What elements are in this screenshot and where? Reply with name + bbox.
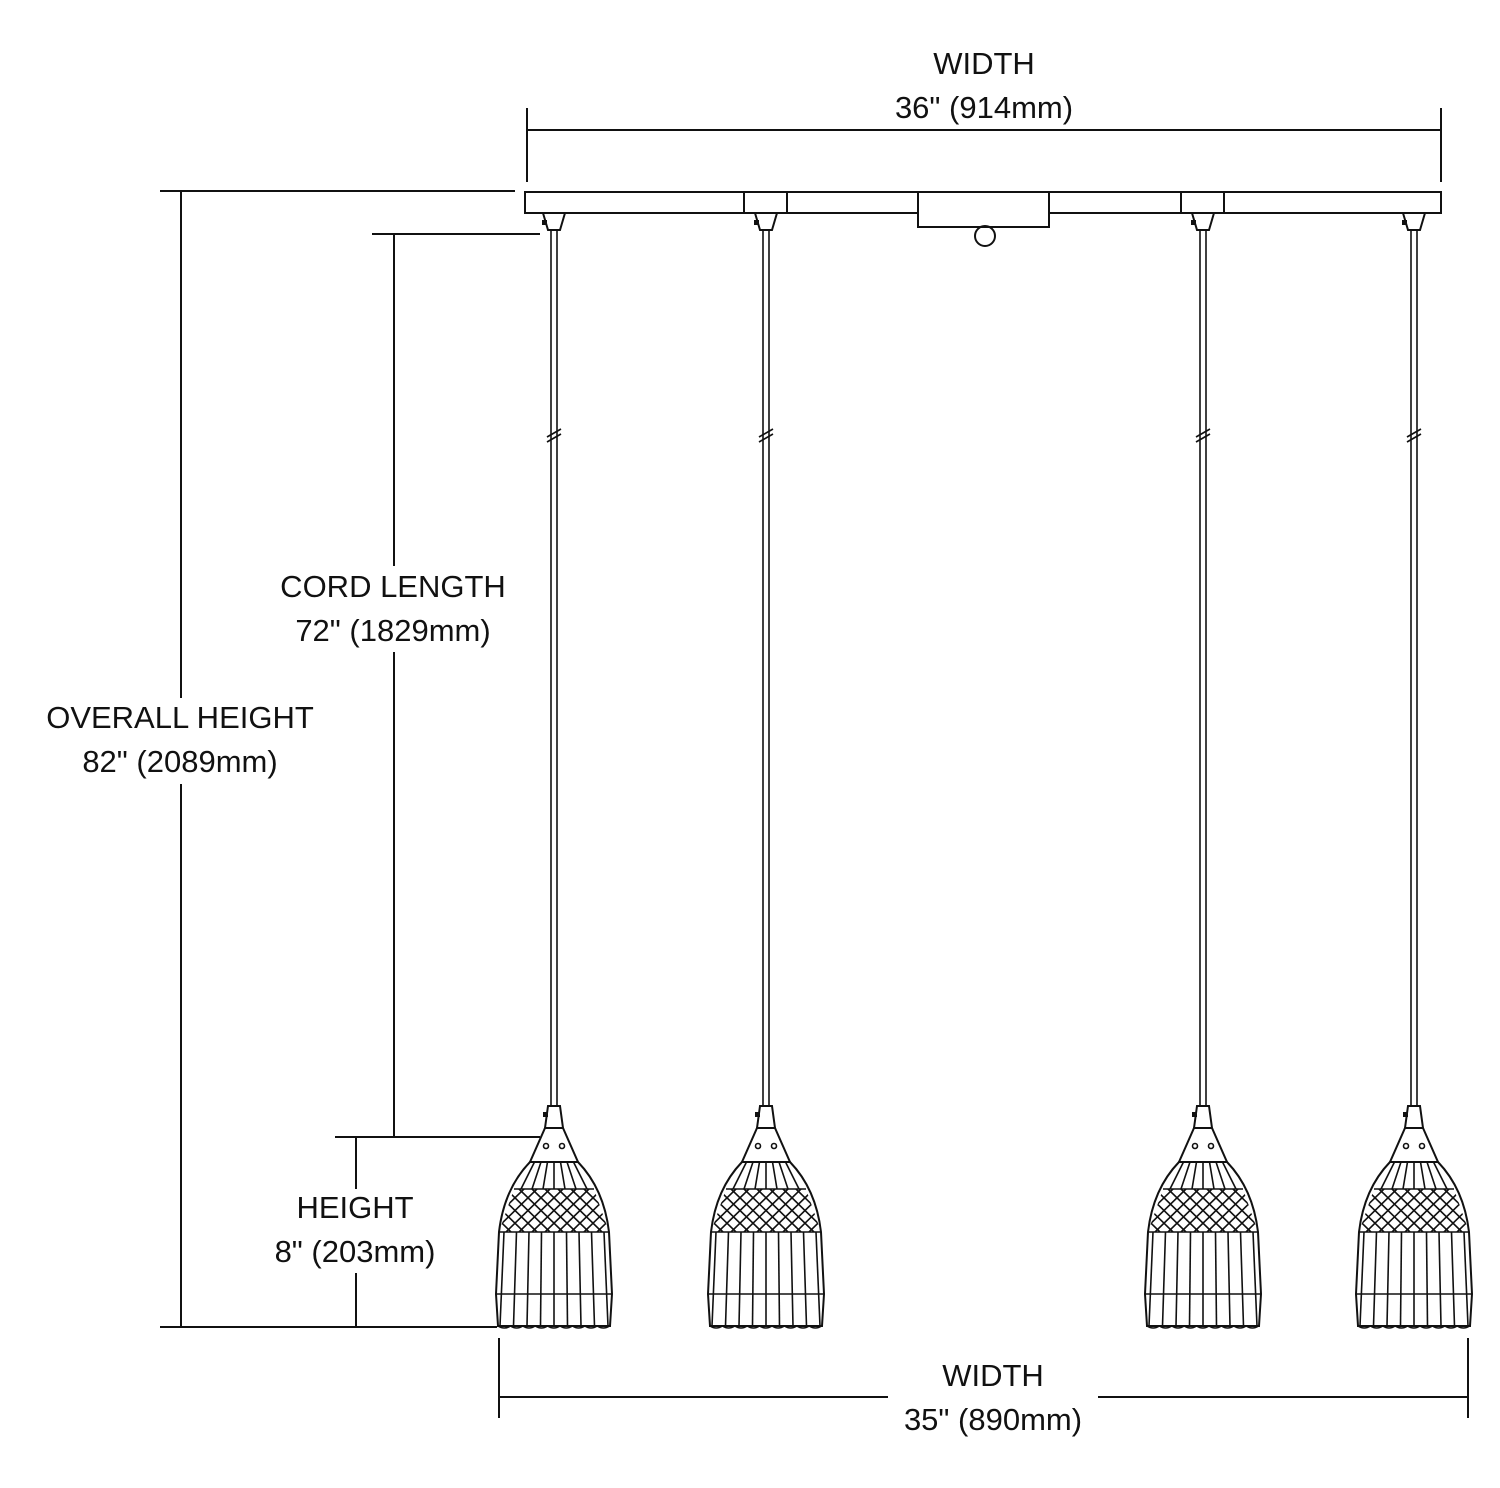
cord-break-icon <box>758 428 774 443</box>
cord-length-label: CORD LENGTH 72" (1829mm) <box>280 565 506 653</box>
canopy-width-title: WIDTH <box>933 46 1035 81</box>
set-screw <box>542 220 547 225</box>
shade-height-label: HEIGHT 8" (203mm) <box>275 1186 436 1274</box>
shade-height-title: HEIGHT <box>296 1190 414 1225</box>
canopy-width-label: WIDTH 36" (914mm) <box>895 42 1073 130</box>
cord-break-icon <box>1195 428 1211 443</box>
pendant <box>706 212 826 1329</box>
fixture-width-label: WIDTH 35" (890mm) <box>904 1354 1082 1442</box>
shade-height-value: 8" (203mm) <box>274 1234 436 1269</box>
hook-ring-icon <box>974 225 996 247</box>
cord-length-value: 72" (1829mm) <box>295 613 491 648</box>
overall-height-dimension <box>160 190 515 1328</box>
glass-shade <box>1354 1105 1474 1329</box>
glass-shade <box>706 1105 826 1329</box>
set-screw <box>1191 220 1196 225</box>
canopy-bar <box>524 191 1442 247</box>
pendant <box>494 212 614 1329</box>
glass-shade <box>494 1105 614 1329</box>
set-screw <box>1402 220 1407 225</box>
cord-break-icon <box>1406 428 1422 443</box>
cord-length-title: CORD LENGTH <box>280 569 506 604</box>
canopy-width-dimension <box>526 108 1442 182</box>
cord-length-dimension <box>335 233 540 1138</box>
fixture-width-value: 35" (890mm) <box>903 1402 1083 1437</box>
cord-break-icon <box>546 428 562 443</box>
fixture-width-dimension <box>498 1338 1469 1418</box>
pendant <box>1354 212 1474 1329</box>
overall-height-label: OVERALL HEIGHT 82" (2089mm) <box>46 696 314 784</box>
canopy-width-value: 36" (914mm) <box>894 90 1074 125</box>
glass-shade <box>1143 1105 1263 1329</box>
overall-height-title: OVERALL HEIGHT <box>46 700 314 735</box>
overall-height-value: 82" (2089mm) <box>82 744 278 779</box>
set-screw <box>754 220 759 225</box>
pendant <box>1143 212 1263 1329</box>
fixture-width-title: WIDTH <box>942 1358 1044 1393</box>
